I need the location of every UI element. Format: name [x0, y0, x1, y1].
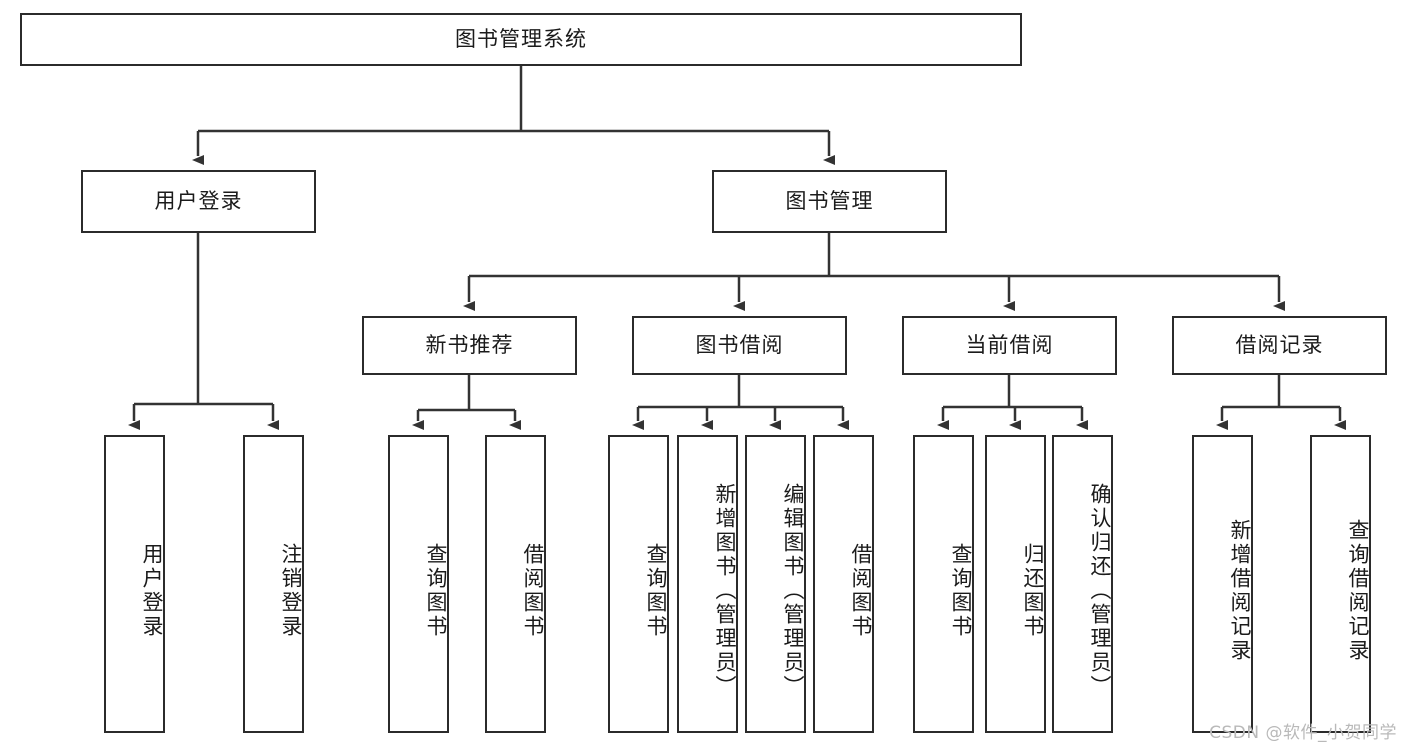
node-leaf-cur-confirm-return-label: 确认归还（管理员） — [1088, 483, 1112, 699]
node-leaf-cur-query-book-label: 查询图书 — [949, 543, 973, 639]
node-book-borrow[interactable]: 图书借阅 — [632, 316, 847, 375]
node-leaf-borrow-lend-book[interactable]: 借阅图书 — [813, 435, 874, 733]
node-book-manage[interactable]: 图书管理 — [712, 170, 947, 233]
node-borrow-record-label: 借阅记录 — [1235, 332, 1324, 357]
node-leaf-user-login-label: 用户登录 — [140, 543, 164, 639]
node-leaf-rec-query-book-label: 查询图书 — [424, 543, 448, 639]
node-leaf-borrow-edit-book-label: 编辑图书（管理员） — [781, 483, 805, 699]
node-leaf-rec-query-book[interactable]: 查询图书 — [388, 435, 449, 733]
node-leaf-borrow-add-book[interactable]: 新增图书（管理员） — [677, 435, 738, 733]
node-root-label: 图书管理系统 — [455, 26, 587, 51]
node-current-borrow-label: 当前借阅 — [965, 332, 1054, 357]
node-leaf-rec-borrow-book-label: 借阅图书 — [521, 543, 545, 639]
node-leaf-cur-query-book[interactable]: 查询图书 — [913, 435, 974, 733]
node-new-book-recommend[interactable]: 新书推荐 — [362, 316, 577, 375]
node-book-manage-label: 图书管理 — [785, 188, 874, 213]
node-leaf-borrow-query-book-label: 查询图书 — [644, 543, 668, 639]
node-leaf-borrow-add-book-label: 新增图书（管理员） — [713, 483, 737, 699]
node-leaf-rec-add-record-label: 新增借阅记录 — [1228, 519, 1252, 663]
node-new-book-recommend-label: 新书推荐 — [425, 332, 514, 357]
node-leaf-borrow-query-book[interactable]: 查询图书 — [608, 435, 669, 733]
node-leaf-rec-query-record-label: 查询借阅记录 — [1346, 519, 1370, 663]
node-leaf-rec-borrow-book[interactable]: 借阅图书 — [485, 435, 546, 733]
node-leaf-user-logout[interactable]: 注销登录 — [243, 435, 304, 733]
node-root[interactable]: 图书管理系统 — [20, 13, 1022, 66]
node-leaf-cur-return-book-label: 归还图书 — [1021, 543, 1045, 639]
node-leaf-cur-confirm-return[interactable]: 确认归还（管理员） — [1052, 435, 1113, 733]
node-book-borrow-label: 图书借阅 — [695, 332, 784, 357]
node-leaf-user-login[interactable]: 用户登录 — [104, 435, 165, 733]
node-leaf-cur-return-book[interactable]: 归还图书 — [985, 435, 1046, 733]
node-leaf-user-logout-label: 注销登录 — [279, 543, 303, 639]
node-user-login-label: 用户登录 — [154, 188, 243, 213]
node-borrow-record[interactable]: 借阅记录 — [1172, 316, 1387, 375]
node-leaf-rec-add-record[interactable]: 新增借阅记录 — [1192, 435, 1253, 733]
node-leaf-rec-query-record[interactable]: 查询借阅记录 — [1310, 435, 1371, 733]
node-leaf-borrow-lend-book-label: 借阅图书 — [849, 543, 873, 639]
node-leaf-borrow-edit-book[interactable]: 编辑图书（管理员） — [745, 435, 806, 733]
node-user-login[interactable]: 用户登录 — [81, 170, 316, 233]
node-current-borrow[interactable]: 当前借阅 — [902, 316, 1117, 375]
